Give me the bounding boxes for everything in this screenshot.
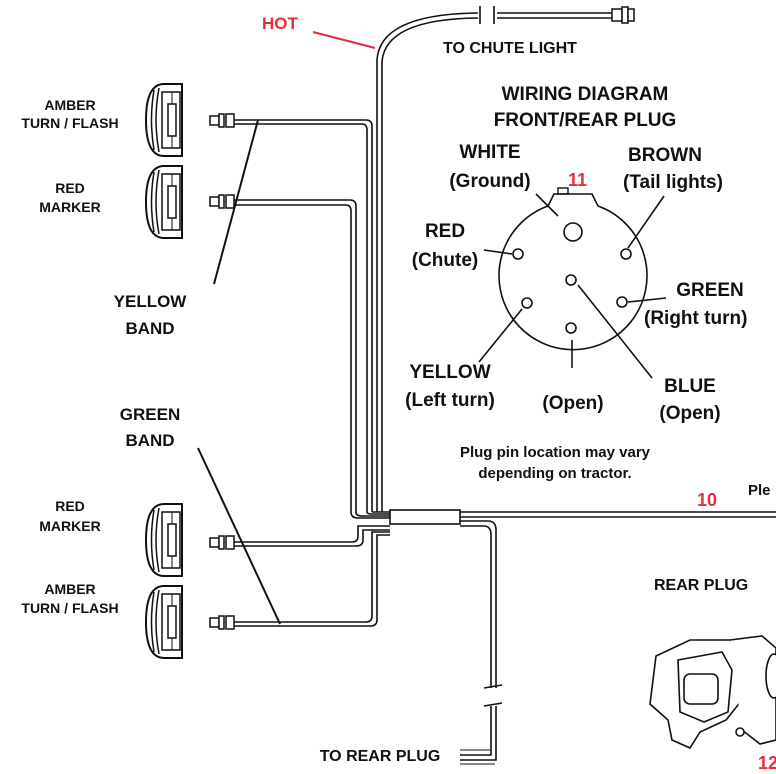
rear-plug-drawing xyxy=(649,635,776,750)
open-label-2: (Open) xyxy=(659,403,721,424)
tail-lights-label: (Tail lights) xyxy=(623,172,723,193)
green-wire-label: GREEN xyxy=(676,280,744,301)
callout-11: 11 xyxy=(568,170,588,190)
red-marker-lamp-bottom xyxy=(145,503,183,577)
amber-label-top: AMBER xyxy=(44,97,96,113)
marker-label-bottom: MARKER xyxy=(39,518,101,534)
diagram-title-line2: FRONT/REAR PLUG xyxy=(493,110,677,131)
rear-plug-label: REAR PLUG xyxy=(654,577,749,594)
diagram-title-line1: WIRING DIAGRAM xyxy=(501,84,669,105)
red-marker-lamp-top xyxy=(145,165,183,239)
white-wire-label: WHITE xyxy=(459,142,521,163)
amber-turn-flash-lamp-top xyxy=(145,83,183,157)
marker-label-top: MARKER xyxy=(39,199,101,215)
hot-label: HOT xyxy=(262,14,298,33)
ground-label: (Ground) xyxy=(449,171,531,192)
harness-wires xyxy=(234,12,776,765)
blue-wire-label: BLUE xyxy=(664,376,716,397)
callout-12: 12 xyxy=(758,753,776,773)
callout-10: 10 xyxy=(697,490,718,510)
left-turn-label: (Left turn) xyxy=(405,390,495,411)
brown-wire-label: BROWN xyxy=(628,145,702,166)
yellow-wire-label: YELLOW xyxy=(409,362,491,383)
amber-label-bottom: AMBER xyxy=(44,581,96,597)
turn-flash-label-top: TURN / FLASH xyxy=(21,115,119,131)
note-line1: Plug pin location may vary xyxy=(459,444,651,461)
ple-label: Ple xyxy=(748,482,771,499)
chute-light-connector xyxy=(611,6,635,24)
plug-face xyxy=(498,187,648,351)
note-line2: depending on tractor. xyxy=(478,465,632,482)
green-band-label-1: GREEN xyxy=(119,405,181,424)
turn-flash-label-bottom: TURN / FLASH xyxy=(21,600,119,616)
green-band-label-2: BAND xyxy=(125,431,175,450)
right-turn-label: (Right turn) xyxy=(644,308,748,329)
amber-turn-flash-lamp-bottom xyxy=(145,585,183,659)
chute-label: (Chute) xyxy=(411,250,479,271)
yellow-band-label-1: YELLOW xyxy=(113,292,187,311)
to-chute-light-label: TO CHUTE LIGHT xyxy=(443,40,577,57)
red-label-top: RED xyxy=(55,180,85,196)
yellow-band-label-2: BAND xyxy=(125,319,175,338)
red-label-bottom: RED xyxy=(55,498,85,514)
open-label-1: (Open) xyxy=(542,393,604,414)
to-rear-plug-label: TO REAR PLUG xyxy=(319,748,441,765)
red-wire-label: RED xyxy=(424,221,466,242)
